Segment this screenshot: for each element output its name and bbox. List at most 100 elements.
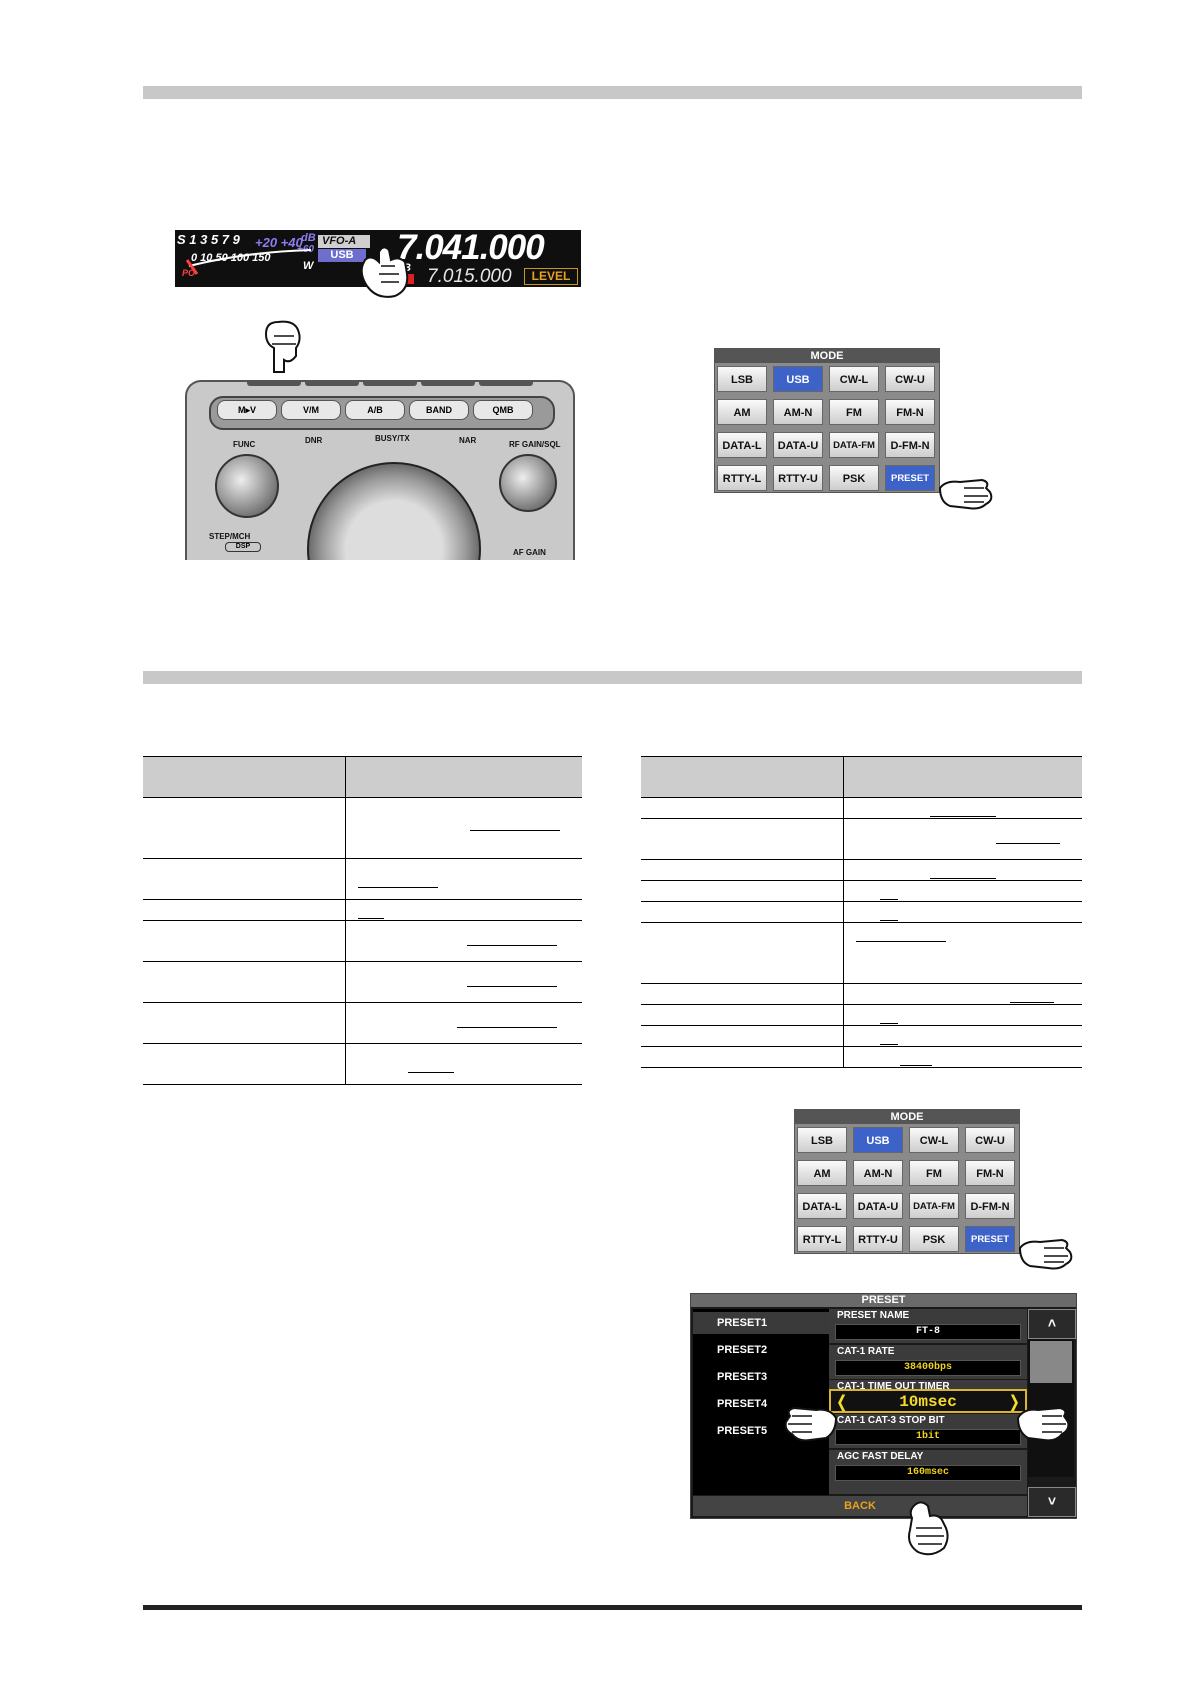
func-knob[interactable] (215, 454, 279, 518)
mode-cwl-button[interactable]: CW-L (829, 366, 879, 392)
mode-preset-button[interactable]: PRESET (885, 465, 935, 491)
mode-dfmn-button[interactable]: D-FM-N (965, 1193, 1015, 1219)
mode-indicator[interactable]: USB (318, 249, 366, 262)
w-label: W (303, 260, 314, 272)
mode-datafm-button[interactable]: DATA-FM (909, 1193, 959, 1219)
mode-lsb-button[interactable]: LSB (797, 1127, 847, 1153)
preset-title: PRESET (691, 1294, 1076, 1307)
scroll-down-icon[interactable]: ˅ (1028, 1487, 1076, 1517)
cat-rate-setting[interactable]: CAT-1 RATE 38400bps (829, 1345, 1027, 1379)
func-label: FUNC (233, 440, 256, 449)
db-label: dB (301, 232, 316, 244)
table-row (143, 797, 582, 859)
scroll-up-icon[interactable]: ˄ (1028, 1309, 1076, 1339)
mode-rttyl-button[interactable]: RTTY-L (797, 1226, 847, 1252)
main-frequency: 7.041.000 (397, 228, 545, 267)
level-button[interactable]: LEVEL (524, 268, 578, 285)
mode-fmn-button[interactable]: FM-N (885, 399, 935, 425)
preset-item-2[interactable]: PRESET2 (717, 1344, 768, 1356)
mode-amn-button[interactable]: AM-N (853, 1160, 903, 1186)
mode-datau-button[interactable]: DATA-U (853, 1193, 903, 1219)
dnr-label: DNR (305, 436, 323, 445)
mode-fm-button[interactable]: FM (829, 399, 879, 425)
stop-bit-setting[interactable]: CAT-1 CAT-3 STOP BIT 1bit (829, 1414, 1027, 1448)
pointing-hand-icon (264, 320, 301, 373)
timeout-setting[interactable]: CAT-1 TIME OUT TIMER (829, 1380, 1027, 1390)
mode-rttyu-button[interactable]: RTTY-U (773, 465, 823, 491)
mode-dfmn-button[interactable]: D-FM-N (885, 432, 935, 458)
pointing-hand-icon (908, 1501, 949, 1556)
mode-rttyl-button[interactable]: RTTY-L (717, 465, 767, 491)
qmb-button[interactable]: QMB (473, 400, 533, 420)
po-label: PO (182, 268, 196, 278)
table-row (641, 1025, 1082, 1047)
sub-frequency: 7.015.000 (427, 266, 512, 287)
vfo-indicator: VFO-A (318, 235, 370, 248)
mode-am-button[interactable]: AM (797, 1160, 847, 1186)
preset-item-4[interactable]: PRESET4 (717, 1398, 768, 1410)
mode-cwl-button[interactable]: CW-L (909, 1127, 959, 1153)
mode-psk-button[interactable]: PSK (829, 465, 879, 491)
preset-screen: PRESET PRESET1 PRESET2 PRESET3 PRESET4 P… (690, 1293, 1077, 1519)
arrow-left-icon[interactable]: ❬ (835, 1394, 849, 1411)
mode-datal-button[interactable]: DATA-L (797, 1193, 847, 1219)
top-key-mode[interactable] (247, 382, 301, 386)
mode-fm-button[interactable]: FM (909, 1160, 959, 1186)
mode-amn-button[interactable]: AM-N (773, 399, 823, 425)
table-row (641, 901, 1082, 923)
preset-name-setting[interactable]: PRESET NAME FT-8 (829, 1309, 1027, 1343)
mode-rttyu-button[interactable]: RTTY-U (853, 1226, 903, 1252)
mode-selector-panel-2: MODE LSB USB CW-L CW-U AM AM-N FM FM-N D… (794, 1109, 1020, 1254)
timeout-value-selector[interactable]: ❬ 10msec ❭ (829, 1389, 1027, 1413)
agc-setting[interactable]: AGC FAST DELAY 160msec (829, 1450, 1027, 1494)
busy-tx-label: BUSY/TX (375, 434, 410, 443)
preset-item-3[interactable]: PRESET3 (717, 1371, 768, 1383)
table-row (143, 858, 582, 900)
mode-datal-button[interactable]: DATA-L (717, 432, 767, 458)
table-row (143, 920, 582, 962)
mode-usb-button[interactable]: USB (773, 366, 823, 392)
mode-fmn-button[interactable]: FM-N (965, 1160, 1015, 1186)
preset-item-1[interactable]: PRESET1 (693, 1312, 829, 1334)
ab-button[interactable]: A/B (345, 400, 405, 420)
mode-cwu-button[interactable]: CW-U (885, 366, 935, 392)
mode-usb-button[interactable]: USB (853, 1127, 903, 1153)
mode-cwu-button[interactable]: CW-U (965, 1127, 1015, 1153)
rf-gain-knob[interactable] (499, 454, 557, 512)
scrollbar-thumb[interactable] (1030, 1341, 1072, 1383)
table-row (641, 922, 1082, 984)
mode-am-button[interactable]: AM (717, 399, 767, 425)
settings-table-left (143, 756, 582, 1085)
preset-name-label: PRESET NAME (837, 1310, 910, 1321)
table-row (641, 859, 1082, 881)
top-key-2[interactable] (305, 382, 359, 386)
top-key-5[interactable] (479, 382, 533, 386)
mode-psk-button[interactable]: PSK (909, 1226, 959, 1252)
mv-button[interactable]: M▸V (217, 400, 277, 420)
arrow-right-icon[interactable]: ❭ (1007, 1394, 1021, 1411)
table-row (143, 1002, 582, 1044)
mode-datau-button[interactable]: DATA-U (773, 432, 823, 458)
band-button[interactable]: BAND (409, 400, 469, 420)
mode-preset-button[interactable]: PRESET (965, 1226, 1015, 1252)
table-row (641, 1046, 1082, 1068)
vm-button[interactable]: V/M (281, 400, 341, 420)
mode-lsb-button[interactable]: LSB (717, 366, 767, 392)
table-header (143, 756, 582, 798)
s-meter-scale: S 1 3 5 7 9 (177, 232, 240, 247)
top-key-3[interactable] (363, 382, 417, 386)
s-meter-plus-scale: +20 +40 (255, 235, 303, 250)
main-dial[interactable] (307, 462, 481, 560)
pointing-hand-icon (784, 1406, 838, 1442)
pointing-hand-icon (360, 246, 409, 298)
table-row (641, 797, 1082, 819)
pointing-hand-icon (938, 478, 993, 510)
preset-name-value: FT-8 (835, 1324, 1021, 1340)
timeout-value: 10msec (899, 1393, 957, 1411)
preset-item-5[interactable]: PRESET5 (717, 1425, 768, 1437)
back-button[interactable]: BACK (693, 1496, 1027, 1516)
top-key-4[interactable] (421, 382, 475, 386)
stop-bit-value: 1bit (835, 1429, 1021, 1445)
mode-datafm-button[interactable]: DATA-FM (829, 432, 879, 458)
settings-table-right (641, 756, 1082, 1068)
